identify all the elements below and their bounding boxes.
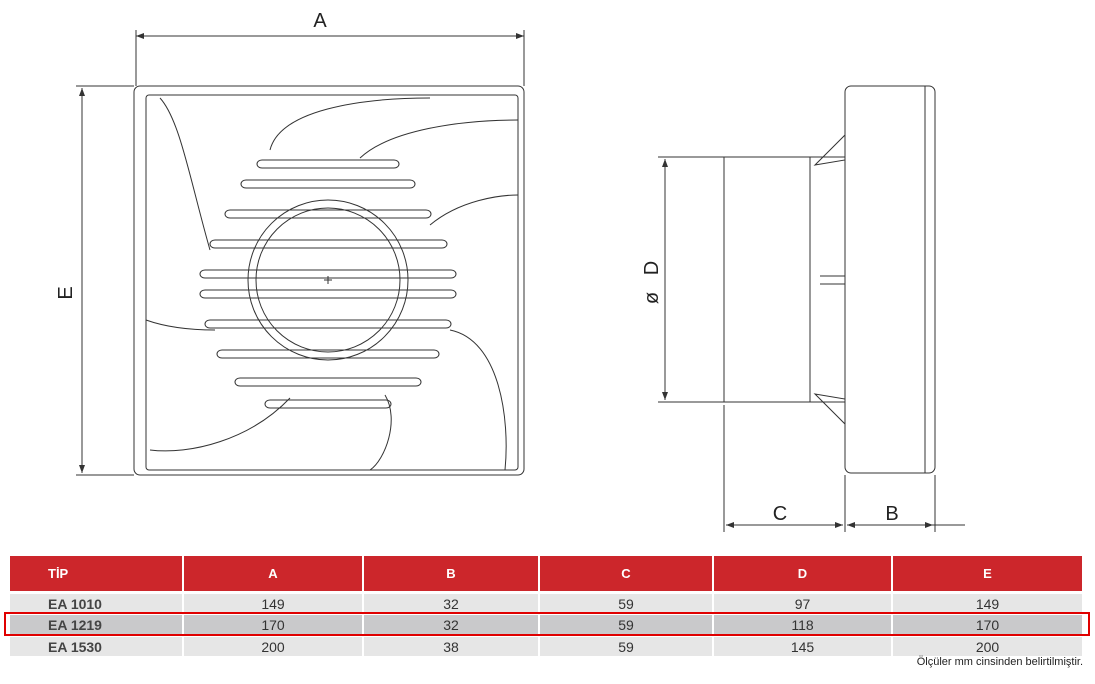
row-cell: 149 (893, 594, 1082, 613)
header-b: B (364, 556, 538, 591)
dimension-label-d: D (641, 261, 663, 275)
row-cell: 170 (184, 615, 362, 634)
row-model: EA 1530 (10, 637, 182, 656)
row-cell: 170 (893, 615, 1082, 634)
header-c: C (540, 556, 712, 591)
row-cell: 118 (714, 615, 891, 634)
row-cell: 97 (714, 594, 891, 613)
row-cell: 200 (184, 637, 362, 656)
dimension-label-c: C (773, 503, 787, 525)
row-cell: 59 (540, 594, 712, 613)
grille (199, 159, 457, 409)
header-tip: TİP (10, 556, 182, 591)
dimension-label-b: B (885, 503, 898, 525)
header-e: E (893, 556, 1082, 591)
highlight-box (4, 612, 1090, 636)
row-cell: 149 (184, 594, 362, 613)
row-cell: 200 (893, 637, 1082, 656)
front-view (76, 30, 525, 476)
diameter-symbol: ø (641, 292, 663, 304)
header-d: D (714, 556, 891, 591)
header-a: A (184, 556, 362, 591)
row-cell: 59 (540, 615, 712, 634)
row-cell: 59 (540, 637, 712, 656)
row-cell: 32 (364, 615, 538, 634)
row-cell: 145 (714, 637, 891, 656)
side-view (658, 85, 965, 532)
row-model: EA 1010 (10, 594, 182, 613)
dimension-label-e: E (55, 286, 77, 299)
units-note: Ölçüler mm cinsinden belirtilmiştir. (916, 656, 1083, 668)
row-cell: 32 (364, 594, 538, 613)
technical-drawing: A E ø D C B (55, 10, 965, 532)
row-model: EA 1219 (10, 615, 182, 634)
dimension-label-a: A (313, 10, 327, 32)
row-cell: 38 (364, 637, 538, 656)
